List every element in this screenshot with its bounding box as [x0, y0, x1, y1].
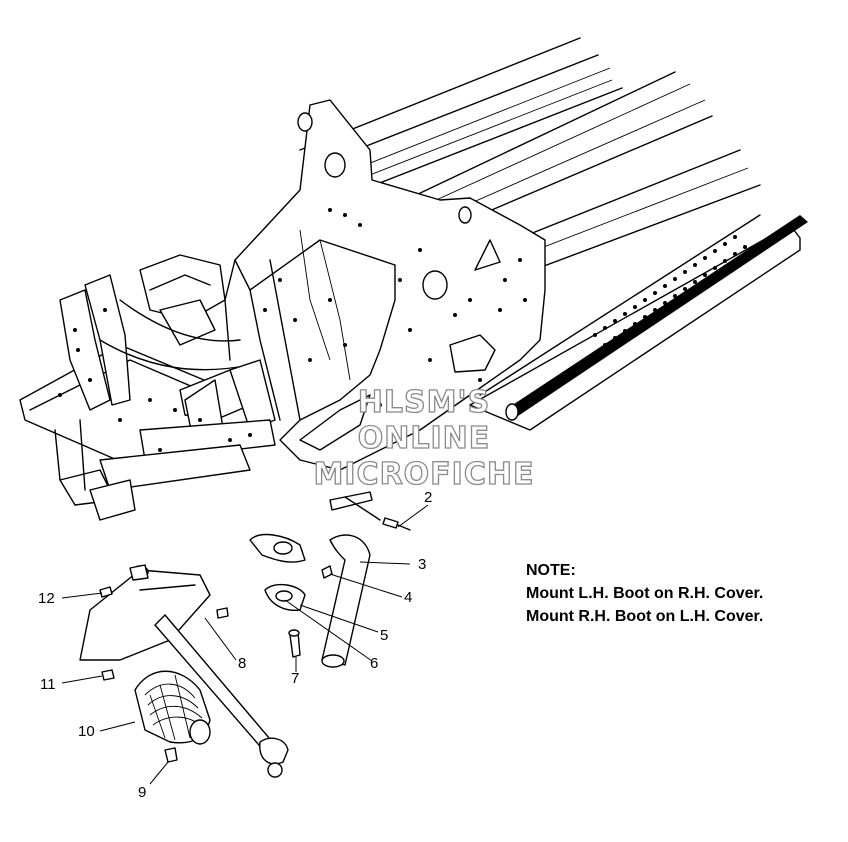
part-2-bracket [329, 491, 411, 531]
small-fasteners [99, 564, 229, 763]
callout-3: 3 [418, 556, 426, 573]
bulkhead-side-panel [234, 99, 546, 471]
note-line-1: Mount L.H. Boot on R.H. Cover. [526, 585, 763, 602]
callout-7: 7 [291, 670, 299, 687]
callout-12: 12 [38, 590, 55, 607]
callout-labels: 2 3 4 5 6 7 8 9 10 11 12 [38, 489, 432, 801]
watermark: HLSM'S ONLINE MICROFICHE [313, 384, 535, 492]
part-10-boot [134, 670, 211, 745]
watermark-line-2: ONLINE [358, 421, 491, 456]
note-heading: NOTE: [526, 562, 576, 579]
callout-4: 4 [404, 589, 412, 606]
tunnel-deck [469, 214, 808, 431]
clamp-hardware [249, 533, 333, 658]
callout-8: 8 [238, 655, 246, 672]
callout-9: 9 [138, 784, 146, 801]
note-line-2: Mount R.H. Boot on L.H. Cover. [526, 608, 763, 625]
callout-11: 11 [40, 676, 56, 693]
part-3-tube [321, 534, 371, 668]
watermark-line-1: HLSM'S [358, 385, 490, 420]
front-frame [19, 254, 276, 521]
callout-2: 2 [424, 489, 432, 506]
callout-6: 6 [370, 655, 378, 672]
tunnel-interior [224, 229, 351, 421]
assembly-note: NOTE: Mount L.H. Boot on R.H. Cover. Mou… [526, 562, 763, 625]
leader-lines [61, 504, 429, 785]
watermark-line-3: MICROFICHE [314, 457, 535, 492]
callout-5: 5 [380, 627, 388, 644]
callout-10: 10 [78, 723, 95, 740]
